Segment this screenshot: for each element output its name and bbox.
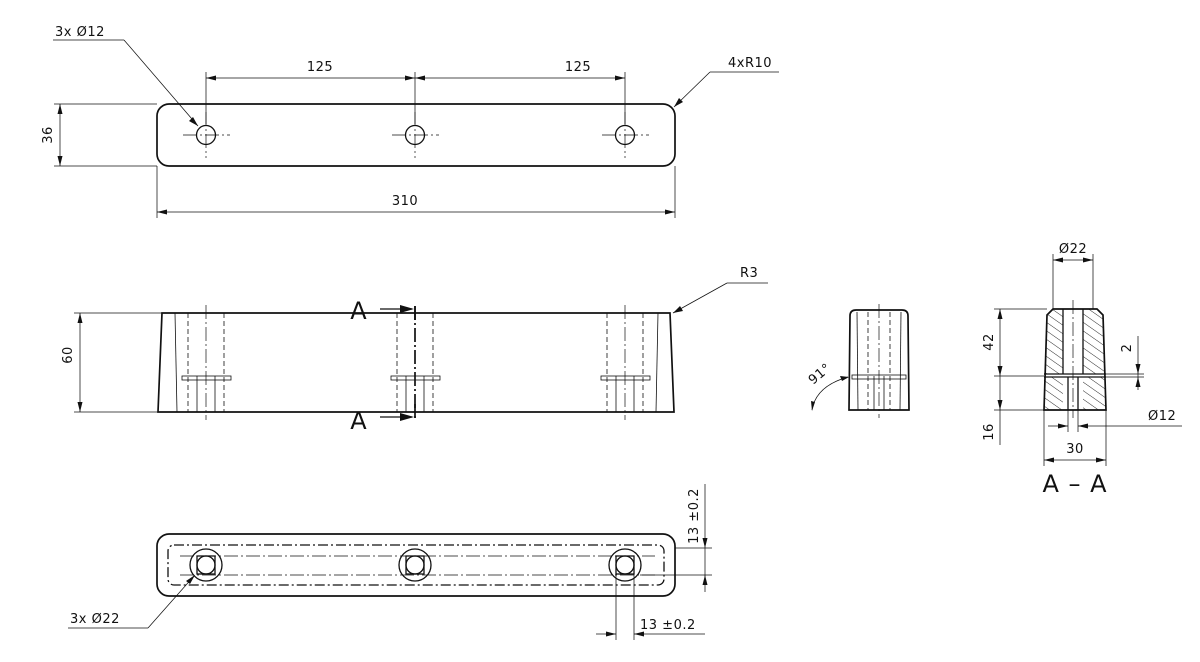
side-view-outline: [848, 309, 910, 411]
holes-callout: 3x Ø12: [55, 25, 105, 40]
dim-spacing: [205, 72, 626, 124]
section-mark-bottom: A: [350, 407, 367, 435]
section-line-a: [380, 305, 416, 421]
top-hole-middle: [392, 112, 439, 158]
dim-lower-height: [994, 376, 1044, 445]
dim-width: [54, 103, 157, 167]
angle-value: 91°: [806, 361, 834, 388]
dim-base-width-value: 30: [1066, 442, 1084, 457]
front-view: A A R3 60: [61, 266, 768, 435]
counterbore-callout: 3x Ø22: [70, 612, 120, 627]
dim-bore-step-value: 2: [1120, 344, 1135, 353]
dim-bore-step: [1106, 336, 1144, 390]
section-view: Ø22 42 16 2: [982, 242, 1182, 498]
dim-offset-bottom: [596, 574, 705, 640]
dim-width-value: 36: [41, 126, 56, 144]
front-hole-left: [181, 305, 232, 420]
bottom-counterbore-left: [189, 548, 223, 582]
dim-lower-height-value: 16: [982, 423, 997, 441]
dim-bore-diameter: [1048, 410, 1182, 432]
leader-edge-radius: [672, 282, 768, 314]
section-wall-left: [1044, 309, 1063, 410]
dim-spacing-left: 125: [307, 60, 333, 75]
side-view: 91°: [806, 304, 910, 418]
dim-length-value: 310: [392, 194, 418, 209]
bottom-view-outline: [156, 533, 676, 597]
top-hole-right: [602, 112, 649, 158]
angle-arc: [811, 376, 849, 411]
section-wall-right-lower: [1083, 377, 1106, 410]
dim-offset-bottom-value: 13 ±0.2: [640, 618, 696, 633]
dim-top-diameter: [1052, 254, 1094, 309]
dim-height-value: 60: [61, 346, 76, 364]
top-hole-left: [183, 112, 230, 158]
dim-length: [156, 166, 676, 218]
top-view-outline: [156, 103, 676, 167]
section-title: A – A: [1042, 470, 1107, 498]
dim-upper-height-value: 42: [982, 333, 997, 351]
dim-top-diameter-value: Ø22: [1059, 242, 1087, 257]
leader-corner-radius: [673, 71, 779, 108]
front-hole-right: [600, 305, 651, 420]
bottom-counterbore-right: [608, 548, 642, 582]
section-wall-right: [1083, 309, 1105, 374]
bottom-counterbore-middle: [398, 548, 432, 582]
leader-counterbore: [68, 575, 195, 629]
top-view: 125 125 3x Ø12 4xR10 36: [41, 25, 779, 218]
dim-offset-top-value: 13 ±0.2: [687, 488, 702, 544]
dim-height: [74, 312, 162, 413]
front-hole-middle: [390, 313, 441, 412]
front-view-outline: [157, 312, 675, 413]
dim-base-width: [1043, 410, 1107, 466]
dim-spacing-right: 125: [565, 60, 591, 75]
dim-offset-top: [640, 484, 712, 592]
section-mark-top: A: [350, 297, 367, 325]
bottom-view: 3x Ø22 13 ±0.2 13 ±0.2: [68, 484, 712, 640]
dim-bore-diameter-value: Ø12: [1148, 409, 1176, 424]
edge-radius-callout: R3: [740, 266, 758, 281]
leader-holes: [53, 39, 199, 127]
corner-radius-callout: 4xR10: [728, 56, 772, 71]
section-wall-left-lower: [1044, 377, 1063, 410]
dim-upper-height: [994, 308, 1047, 377]
